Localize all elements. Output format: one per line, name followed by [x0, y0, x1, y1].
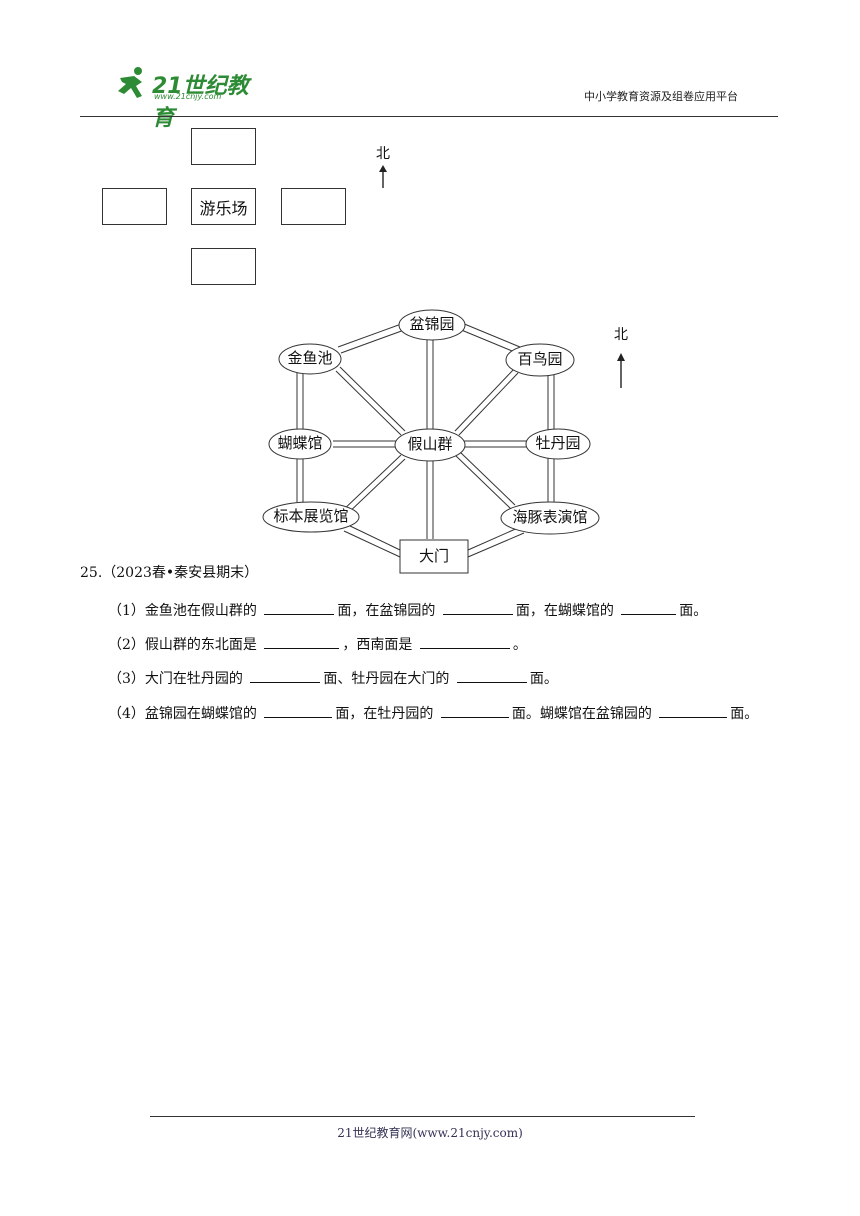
node-biaoben — [262, 501, 360, 533]
q1-blank-2[interactable] — [442, 600, 513, 615]
node-haitun — [500, 501, 600, 535]
north-indicator-2: 北 — [614, 327, 628, 388]
q1-blank-3[interactable] — [621, 600, 677, 615]
center-label: 游乐场 — [199, 198, 248, 218]
platform-label: 中小学教育资源及组卷应用平台 — [584, 90, 738, 103]
page-header: 21世纪教育 www.21cnjy.com 中小学教育资源及组卷应用平台 — [0, 0, 860, 131]
q1-blank-1[interactable] — [264, 600, 335, 615]
north-arrowhead — [617, 353, 625, 361]
label-damen: 大门 — [419, 547, 449, 565]
north-arrow-icon — [379, 165, 387, 188]
q2-text-a: （2）假山群的东北面是 — [108, 637, 257, 653]
node-bainiaoyuan — [505, 343, 575, 377]
q4-text-c: 面。蝴蝶馆在盆锦园的 — [511, 706, 652, 722]
node-jiashanqun — [394, 428, 466, 462]
node-hudieguan — [268, 428, 332, 460]
label-mudanyuan: 牡丹园 — [535, 434, 580, 452]
q2-text-c: 。 — [512, 637, 527, 653]
north-label: 北 — [376, 146, 390, 162]
q1-text-d: 面。 — [679, 603, 708, 619]
logo-text: 21世纪教育 — [152, 74, 249, 131]
label-penjinyuan: 盆锦园 — [409, 315, 454, 333]
blank-box-south — [191, 248, 256, 285]
label-bainiaoyuan: 百鸟园 — [517, 350, 562, 368]
q3-blank-1[interactable] — [250, 668, 321, 683]
q4-text-b: 面，在牡丹园的 — [335, 706, 434, 722]
q4-blank-2[interactable] — [440, 703, 509, 718]
header-divider — [80, 116, 778, 117]
q3-text-b: 面、牡丹园在大门的 — [323, 671, 450, 687]
blank-box-east — [281, 188, 346, 225]
north-indicator-1: 北 — [373, 143, 393, 189]
label-hudieguan: 蝴蝶馆 — [277, 434, 322, 452]
node-mudanyuan — [525, 428, 591, 460]
q4-text-a: （4）盆锦园在蝴蝶馆的 — [108, 706, 257, 722]
q3-blank-2[interactable] — [456, 668, 527, 683]
q1-text-c: 面，在蝴蝶馆的 — [515, 603, 614, 619]
question-4: （4）盆锦园在蝴蝶馆的 面，在牡丹园的 面。蝴蝶馆在盆锦园的 面。 — [108, 703, 758, 723]
question-3: （3）大门在牡丹园的 面、牡丹园在大门的 面。 — [108, 668, 558, 688]
q4-blank-1[interactable] — [264, 703, 333, 718]
q1-text-a: （1）金鱼池在假山群的 — [108, 603, 257, 619]
question-number: 25.（2023春•秦安县期末） — [80, 565, 259, 581]
q2-blank-1[interactable] — [264, 634, 340, 649]
center-box: 游乐场 — [191, 188, 256, 225]
q2-blank-2[interactable] — [419, 634, 510, 649]
map-roads — [296, 322, 555, 558]
footer-divider — [150, 1116, 695, 1117]
q4-text-d: 面。 — [730, 706, 759, 722]
park-map-diagram: 盆锦园 金鱼池 百鸟园 蝴蝶馆 假山群 牡丹园 标本展览馆 海豚表演馆 大门 北 — [262, 309, 628, 574]
blank-box-north — [191, 128, 256, 165]
q3-text-a: （3）大门在牡丹园的 — [108, 671, 243, 687]
question-1: （1）金鱼池在假山群的 面，在盆锦园的 面，在蝴蝶馆的 面。 — [108, 600, 707, 620]
node-damen — [399, 539, 469, 574]
runner-icon — [118, 67, 142, 98]
q1-text-b: 面，在盆锦园的 — [337, 603, 436, 619]
north-label-2: 北 — [614, 327, 628, 343]
node-jinyuchi — [278, 343, 342, 375]
q2-text-b: ，西南面是 — [342, 637, 413, 653]
label-haitun: 海豚表演馆 — [512, 508, 587, 526]
node-penjinyuan — [398, 309, 466, 341]
q4-blank-3[interactable] — [659, 703, 728, 718]
question-2: （2）假山群的东北面是 ，西南面是 。 — [108, 634, 527, 654]
logo-url: www.21cnjy.com — [154, 92, 222, 101]
site-logo: 21世纪教育 www.21cnjy.com — [112, 64, 262, 131]
q3-text-c: 面。 — [529, 671, 558, 687]
footer-text: 21世纪教育网(www.21cnjy.com) — [337, 1126, 523, 1140]
map-nodes — [262, 309, 600, 574]
label-biaoben: 标本展览馆 — [273, 507, 348, 525]
label-jiashanqun: 假山群 — [407, 435, 452, 453]
blank-box-west — [102, 188, 167, 225]
label-jinyuchi: 金鱼池 — [287, 349, 332, 367]
